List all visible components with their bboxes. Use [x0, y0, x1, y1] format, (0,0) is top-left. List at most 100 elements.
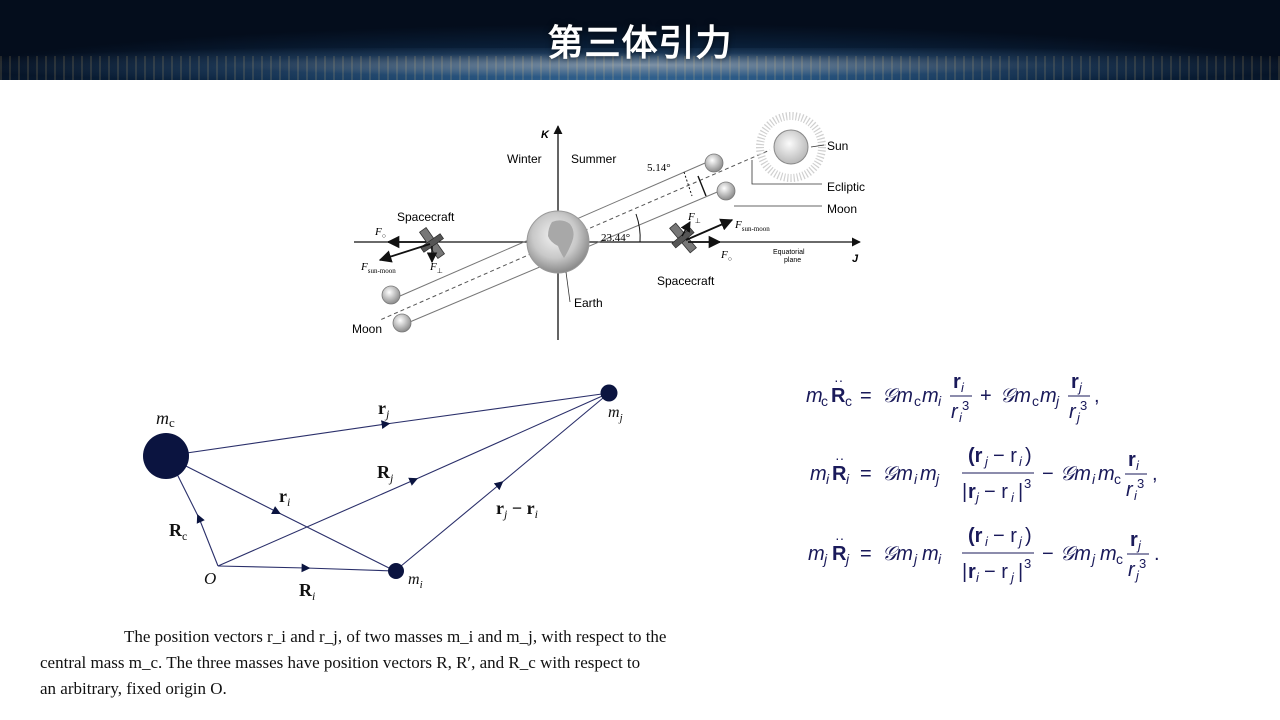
- angle-514-marker: [683, 171, 693, 197]
- f-sunmoon-right-arrow: [685, 218, 734, 241]
- svg-text:𝒢m: 𝒢m: [1060, 543, 1091, 565]
- mass-mc: [143, 433, 189, 479]
- angle-514-label: 5.14°: [647, 162, 671, 174]
- spacecraft-right-label: Spacecraft: [657, 274, 715, 288]
- label-origin: O: [204, 569, 216, 588]
- ecliptic-label: Ecliptic: [827, 180, 865, 194]
- svg-text:j: j: [983, 454, 989, 469]
- svg-text:,: ,: [1152, 463, 1158, 485]
- svg-text:i: i: [976, 570, 980, 585]
- svg-text:i: i: [826, 471, 830, 487]
- svg-text:R: R: [831, 385, 846, 407]
- svg-text:3: 3: [962, 398, 969, 413]
- label-rj: rj: [378, 398, 390, 421]
- svg-text:j: j: [1075, 410, 1081, 425]
- svg-text:i: i: [1136, 458, 1140, 473]
- svg-text:3: 3: [1024, 556, 1031, 571]
- svg-text:j: j: [1009, 570, 1015, 585]
- svg-text:j: j: [1136, 538, 1142, 553]
- svg-text:j: j: [1134, 568, 1140, 583]
- figure-caption: The position vectors r_i and r_j, of two…: [40, 624, 740, 702]
- svg-text:𝒢m: 𝒢m: [882, 385, 913, 407]
- svg-text:− r: − r: [993, 525, 1017, 547]
- label-Rc: Rc: [169, 520, 187, 543]
- svg-text:r: r: [1071, 371, 1079, 393]
- svg-text:=: =: [860, 385, 872, 407]
- svg-text:3: 3: [1137, 476, 1144, 491]
- spacecraft-right: [669, 222, 697, 254]
- svg-text:i: i: [846, 471, 850, 487]
- ecliptic-line-right: [557, 149, 771, 243]
- equatorial-plane-label-2: plane: [784, 257, 801, 264]
- equatorial-plane-label-1: Equatorial: [773, 249, 805, 256]
- svg-text:m: m: [806, 385, 823, 407]
- svg-text:i: i: [1019, 454, 1023, 469]
- svg-text:i: i: [914, 471, 918, 487]
- svg-text:(r: (r: [968, 525, 983, 547]
- title-banner: [0, 0, 1280, 80]
- svg-text:3: 3: [1139, 556, 1146, 571]
- label-Ri: Ri: [299, 580, 315, 603]
- caption-line-1: The position vectors r_i and r_j, of two…: [124, 627, 667, 646]
- svg-text:=: =: [860, 543, 872, 565]
- moon-orbit-line-lower: [404, 189, 723, 325]
- f-perp-right-label: F⊥: [687, 211, 701, 225]
- svg-text:−: −: [1042, 543, 1054, 565]
- sun-label: Sun: [827, 139, 848, 153]
- svg-text:i: i: [1011, 490, 1015, 505]
- svg-text:𝒢m: 𝒢m: [882, 543, 913, 565]
- earth-leader: [565, 271, 571, 303]
- earth-continents: [548, 220, 574, 258]
- label-rj-minus-ri: rj − ri: [496, 498, 538, 521]
- svg-text:): ): [1025, 445, 1032, 467]
- svg-text:··: ··: [834, 372, 843, 388]
- tick-514: [697, 175, 707, 197]
- svg-text:i: i: [961, 380, 965, 395]
- mass-mj: [600, 384, 618, 402]
- svg-text:i: i: [1134, 488, 1138, 503]
- f-odot-right-label: F○: [720, 249, 732, 263]
- svg-text:+: +: [980, 385, 992, 407]
- k-axis-label: K: [541, 129, 550, 141]
- svg-text:j: j: [1054, 393, 1060, 409]
- f-sunmoon-right-label: Fsun-moon: [734, 219, 770, 233]
- svg-text:r: r: [968, 561, 976, 583]
- svg-text:m: m: [1040, 385, 1057, 407]
- svg-text:𝒢m: 𝒢m: [1000, 385, 1031, 407]
- svg-text:R: R: [832, 463, 847, 485]
- winter-label: Winter: [507, 152, 542, 166]
- svg-text:i: i: [985, 534, 989, 549]
- svg-text:r: r: [951, 401, 959, 423]
- svg-text:m: m: [922, 385, 939, 407]
- angle-2344-arc: [635, 213, 641, 243]
- f-odot-left-label: F○: [374, 226, 386, 240]
- vector-Ri: [217, 563, 396, 573]
- svg-text:r: r: [1130, 529, 1138, 551]
- svg-text:−: −: [1042, 463, 1054, 485]
- moon-orbit-line-upper: [399, 159, 713, 297]
- svg-text:=: =: [860, 463, 872, 485]
- svg-text:𝒢m: 𝒢m: [882, 463, 913, 485]
- moon-right-label: Moon: [827, 202, 857, 216]
- moon-upper-right: [704, 153, 724, 173]
- label-mi: mi: [408, 571, 423, 591]
- label-mc: mc: [156, 408, 175, 430]
- moon-lower-left: [392, 313, 412, 333]
- svg-text:i: i: [938, 551, 942, 567]
- f-sunmoon-left-label: Fsun-moon: [360, 261, 396, 275]
- svg-text:j: j: [974, 490, 980, 505]
- svg-text:|: |: [1018, 561, 1023, 583]
- sun-rays: [756, 112, 826, 182]
- earth-globe: [526, 210, 590, 274]
- svg-text:c: c: [1032, 393, 1039, 409]
- svg-text:m: m: [1100, 543, 1117, 565]
- svg-text:c: c: [914, 393, 921, 409]
- svg-text:.: .: [1154, 543, 1160, 565]
- vector-Rj: [217, 392, 610, 567]
- svg-text:j: j: [844, 551, 850, 567]
- svg-text:|: |: [962, 561, 967, 583]
- moon-left-label: Moon: [352, 322, 382, 336]
- label-ri: ri: [279, 486, 290, 509]
- f-perp-left-label: F⊥: [429, 261, 443, 275]
- svg-text:i: i: [938, 393, 942, 409]
